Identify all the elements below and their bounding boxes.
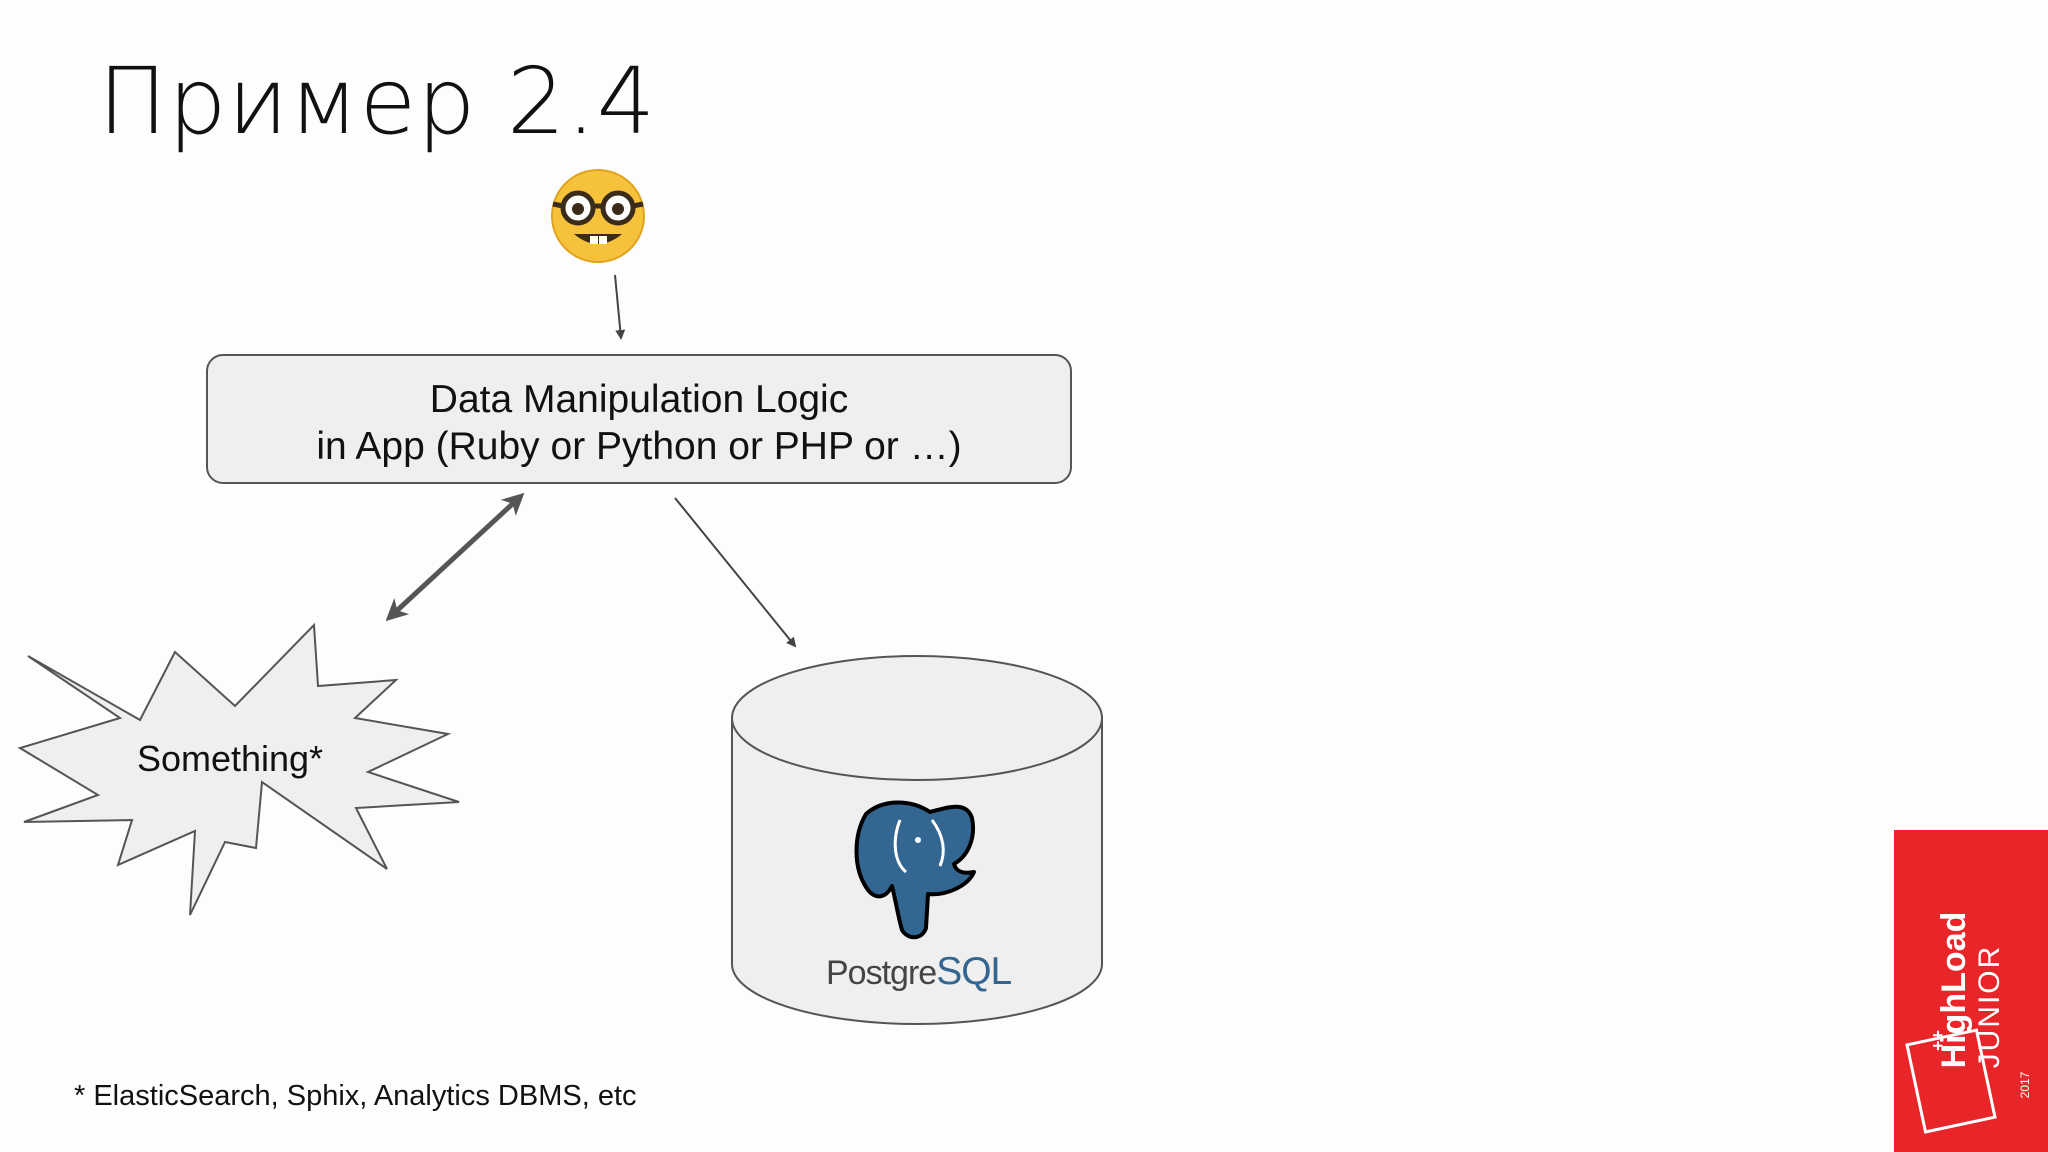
- brand-plus: ++: [1928, 1029, 1949, 1052]
- arrow-app-to-db: [674, 497, 797, 648]
- postgresql-wordmark-part1: Postgre: [826, 954, 937, 992]
- app-box: [206, 354, 1072, 484]
- something-starburst: [17, 622, 460, 916]
- postgresql-wordmark-part2: SQL: [936, 950, 1012, 993]
- nerd-face-icon: [551, 169, 645, 263]
- slide-title: Пример 2.4: [98, 48, 657, 155]
- app-box-label: Data Manipulation Logic in App (Ruby or …: [207, 360, 1071, 486]
- brand-year: 2017: [2018, 1071, 2032, 1099]
- app-box-line2: in App (Ruby or Python or PHP or …): [316, 425, 962, 468]
- footnote: * ElasticSearch, Sphix, Analytics DBMS, …: [74, 1080, 637, 1112]
- app-box-line1: Data Manipulation Logic: [429, 378, 849, 421]
- arrow-user-to-app: [614, 274, 626, 340]
- arrow-app-something-bidirectional: [385, 492, 525, 622]
- postgresql-wordmark: PostgreSQL: [826, 950, 1012, 994]
- something-label: Something*: [136, 738, 324, 779]
- highload-junior-badge: HighLoad JUNIOR ++ 2017: [1894, 830, 2048, 1152]
- postgresql-elephant-icon: [854, 800, 976, 940]
